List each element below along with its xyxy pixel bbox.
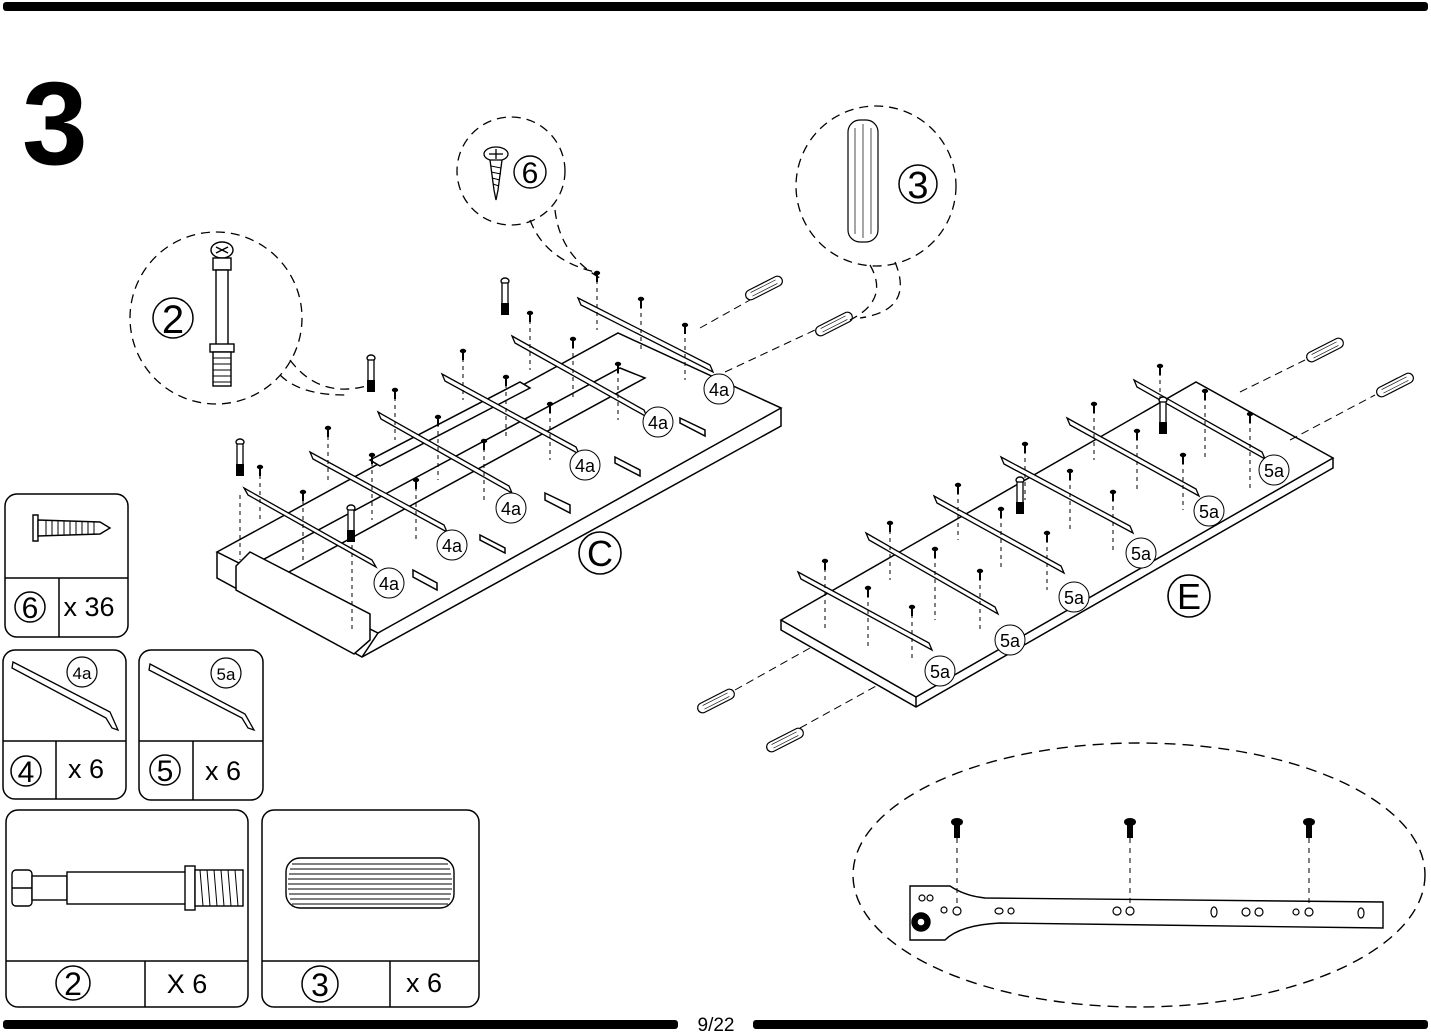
panel-e-dowels — [695, 335, 1416, 755]
step-number: 3 — [22, 58, 88, 190]
callout-4a-3: 4a — [501, 499, 522, 519]
part-2-number: 2 — [64, 966, 82, 1002]
callout-5a-4: 5a — [1131, 544, 1152, 564]
callout-5a-1: 5a — [930, 662, 951, 682]
dowel-bubble — [795, 105, 957, 321]
panel-e-screws — [824, 372, 1251, 660]
panel-c — [215, 296, 783, 658]
cam-bolt-bubble-label: 2 — [162, 298, 184, 342]
cam-bolt-bubble — [129, 231, 371, 405]
part-4-number: 4 — [18, 756, 35, 789]
bottom-border-left — [3, 1020, 678, 1029]
callout-4a-5: 4a — [648, 413, 669, 433]
callout-4a-6: 4a — [709, 380, 730, 400]
bottom-border-right — [753, 1020, 1428, 1029]
part-6-number: 6 — [22, 592, 39, 625]
cam-bolt-icon — [11, 865, 244, 911]
panel-c-dowels — [699, 273, 855, 373]
slide-rail-4a-icon — [11, 661, 120, 732]
cam-bolt-bubble-icon — [209, 241, 235, 387]
part-4-variant: 4a — [73, 664, 92, 683]
callouts-5a: 5a 5a 5a 5a 5a 5a — [924, 454, 1290, 687]
panel-c-label: C — [578, 531, 622, 575]
part-6-qty: x 36 — [63, 592, 114, 622]
panel-e-label: E — [1167, 574, 1211, 618]
dowel-icon — [285, 857, 455, 909]
runner-detail — [852, 742, 1426, 1008]
callout-5a-6: 5a — [1264, 461, 1285, 481]
panel-c-letter: C — [587, 533, 613, 574]
dowel-bubble-icon — [847, 119, 879, 243]
callout-4a-2: 4a — [442, 536, 463, 556]
callout-4a-4: 4a — [575, 456, 596, 476]
callout-5a-3: 5a — [1064, 588, 1085, 608]
callout-5a-5: 5a — [1199, 502, 1220, 522]
screw-bubble-icon — [483, 146, 509, 201]
callout-4a-1: 4a — [379, 574, 400, 594]
page-number: 9/22 — [698, 1015, 735, 1034]
part-5-variant: 5a — [217, 665, 236, 684]
screw-bubble — [456, 116, 601, 279]
panel-c-screws — [239, 280, 686, 630]
slide-rail-5a-icon — [148, 663, 256, 732]
part-4-qty: x 6 — [68, 754, 104, 784]
part-2-qty: X 6 — [167, 969, 208, 999]
panel-e-letter: E — [1177, 576, 1201, 617]
dowel-bubble-label: 3 — [907, 165, 928, 207]
screw-icon — [32, 514, 112, 542]
part-box-cam-bolt — [5, 809, 249, 1008]
screw-bubble-label: 6 — [522, 157, 539, 190]
callout-5a-2: 5a — [1000, 631, 1021, 651]
top-border — [3, 2, 1428, 11]
part-5-qty: x 6 — [205, 756, 241, 786]
part-3-qty: x 6 — [406, 968, 442, 998]
part-3-number: 3 — [311, 967, 329, 1003]
callouts-4a: 4a 4a 4a 4a 4a 4a — [373, 373, 735, 599]
part-5-number: 5 — [157, 755, 174, 788]
